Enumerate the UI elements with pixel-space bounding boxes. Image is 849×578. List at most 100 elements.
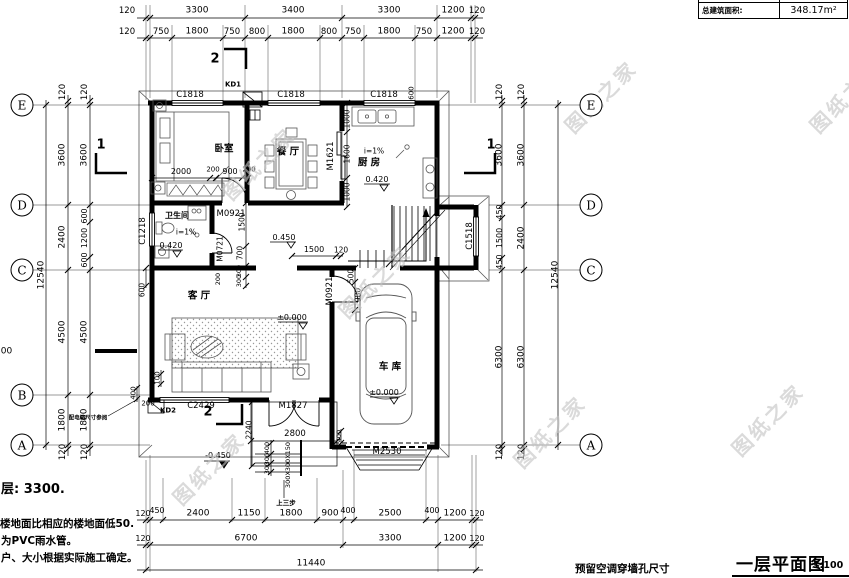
level-label: ±0.000 [277,313,307,322]
dim-text: 120 [57,83,68,101]
dim-text: 300 [262,461,271,475]
dim-text: 1000 [342,109,352,129]
slope-label: i=1% [175,227,197,237]
axis-lines [33,104,580,446]
section-mark: 1 [486,137,496,153]
dim-text: 1500 [303,245,325,254]
dim-text: 3300 [378,533,402,544]
living-room-furniture [164,317,310,393]
dim-text: 1500 [495,227,504,249]
windows [149,100,479,403]
note-construction: 户、大小根据实际施工确定。 [1,552,138,564]
dim-text: 200 [213,272,222,286]
axis-bubble-D: D [10,193,34,217]
dim-text: 600 [80,208,89,224]
dim-text: 120 [333,245,349,255]
dim-text: 2000 [170,167,192,176]
car [355,283,417,425]
dim-text: 600 [407,86,416,100]
dim-text: 3600 [494,143,505,167]
dim-text: 450 [495,204,504,220]
dim-text: 1200 [441,5,465,16]
door-label: M1621 [325,141,336,171]
drawing-scale: 1:100 [813,560,844,571]
stairs [348,205,446,271]
dim-text: 120 [494,83,505,101]
dim-text: 3400 [281,5,305,16]
dim-text: 12540 [36,260,47,290]
area-row-label: 总建筑面积: [698,2,780,19]
dim-text: 120 [57,443,68,461]
window-label: C1518 [464,222,475,250]
clipped-dim: 500 [0,346,13,357]
dim-text: 1200 [443,533,467,544]
dim-text: 300 [234,274,243,288]
dim-text: 11440 [296,558,326,569]
axis-bubble-B: B [10,383,34,407]
dim-text: 1800 [57,408,68,432]
dining-table [264,127,318,200]
door-label: M1827 [278,400,308,411]
ac-hole-label: KD1 [224,80,242,89]
dim-text: 4500 [79,320,90,344]
dim-text: 1800 [185,26,209,37]
dim-text: 2400 [57,225,68,249]
table-row: 总建筑面积: 348.17m² [698,2,848,19]
dim-text: 3600 [516,143,527,167]
dim-text: 100 [153,371,162,385]
dim-text: 1150 [237,508,261,519]
wardrobe [166,182,225,197]
dim-text: 200 [206,165,220,174]
room-label: 卧室 [214,143,234,155]
section-cut-marks [94,47,497,426]
dim-text: 600 [137,282,147,298]
dim-text: 750 [415,26,433,37]
dim-text: 120 [118,5,136,16]
ac-hole-boxes [147,91,263,414]
axis-bubble-D: D [579,193,603,217]
dim-text: 12540 [550,260,561,290]
axis-bubble-C: C [579,258,603,282]
dim-text: 2400 [516,226,527,250]
bed [150,99,230,195]
note-pvc-pipe: 为PVC雨水管。 [1,535,78,547]
drawing-title: 一层平面图 [736,555,826,575]
dim-text: 800 [320,26,338,37]
axis-bubble-C: C [10,258,34,282]
bathroom-fixtures [154,205,207,259]
terrace-steps [250,401,338,498]
room-label: 卫生间 [165,211,189,220]
window-label: C1818 [370,89,398,100]
section-mark: 2 [210,51,220,67]
misc-lines [95,349,139,417]
dim-text: 800 [248,26,266,37]
dim-text: 450 [495,254,504,270]
note-storey-height: 层: 3300. [1,482,65,497]
dim-text: 750 [344,26,362,37]
section-mark: 2 [203,404,213,420]
level-marks [158,183,400,469]
dim-text: 1500 [237,212,247,232]
kitchen-fixtures [351,106,438,199]
steps-note: 300X300X150 [283,441,292,489]
dim-text: 400 [129,386,138,400]
dim-text: 120 [469,534,485,543]
dim-text: 120 [118,26,136,37]
steps-note: 上三步 [276,498,296,507]
dim-text: 1000 [342,182,352,202]
door-label: M0921 [216,208,246,219]
level-label: 0.420 [159,241,183,250]
dim-text: 1800 [377,26,401,37]
dim-text: 120 [494,443,505,461]
dim-text: 120 [468,5,486,16]
dimension-lines [42,14,562,574]
dim-text: 6300 [516,345,527,369]
dim-text: 450 [149,506,165,515]
dim-text: 120 [135,509,151,518]
title-underline [732,575,849,577]
doors [211,131,359,427]
dim-text: 900 [222,167,238,176]
dim-text: 6300 [494,345,505,369]
dim-text: 900 [321,508,339,519]
